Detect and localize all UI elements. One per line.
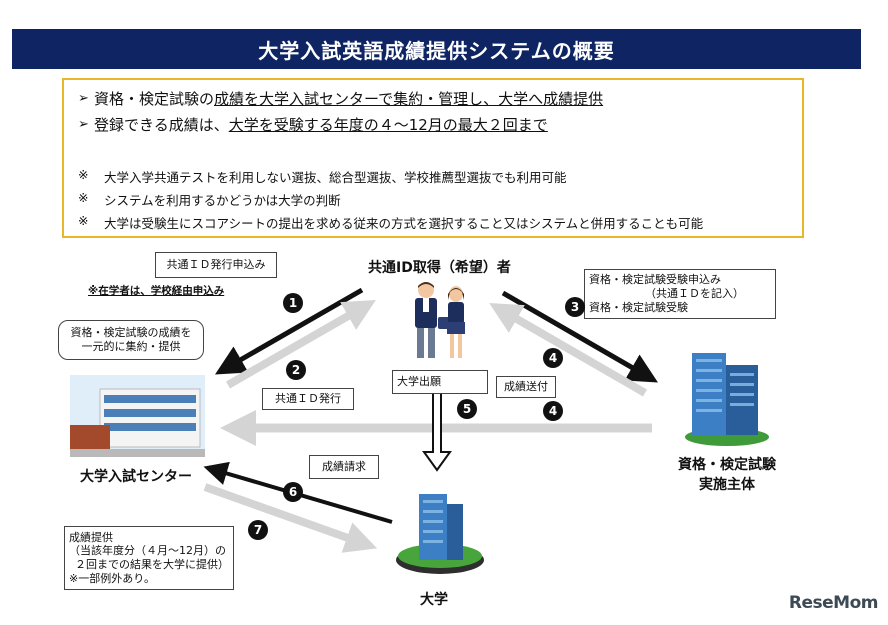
callout-univ-apply: 大学出願 <box>392 370 488 394</box>
step-number-2: 2 <box>286 360 306 380</box>
callout-id-apply: 共通ＩＤ発行申込み <box>155 252 277 278</box>
bullet-underlined-text: 成績を大学入試センターで集約・管理し、大学へ成績提供 <box>214 90 604 108</box>
arrow-score-to-applicant <box>489 302 648 397</box>
note-text: 大学は受験生にスコアシートの提出を求める従来の方式を選択すること又はシステムと併… <box>104 216 704 231</box>
provide-line3: ２回までの結果を大学に提供） <box>75 558 229 571</box>
center-role-line1: 資格・検定試験の成績を <box>70 326 192 340</box>
summary-note-1: ※ 大学入学共通テストを利用しない選抜、総合型選抜、学校推薦型選抜でも利用可能 <box>78 167 567 186</box>
center-role-line2: 一元的に集約・提供 <box>81 340 181 353</box>
callout-score-request: 成績請求 <box>309 455 379 479</box>
step-number-7: 7 <box>248 520 268 540</box>
arrow-univ-apply <box>422 391 452 472</box>
step-number-4a: 4 <box>543 348 563 368</box>
provide-line2: （当該年度分（４月～12月）の <box>69 544 226 558</box>
university-building-icon <box>396 494 484 574</box>
summary-bullet-1: ➢ 資格・検定試験の成績を大学入試センターで集約・管理し、大学へ成績提供 <box>78 88 603 109</box>
exam-apply-line2: （共通ＩＤを記入） <box>645 287 744 301</box>
exam-body-label-line1: 資格・検定試験 <box>678 457 776 473</box>
exam-body-label-line2: 実施主体 <box>699 477 755 493</box>
exam-apply-line1: 資格・検定試験受験申込み <box>589 273 721 287</box>
center-label: 大学入試センター <box>80 469 192 485</box>
note-mark: ※ <box>78 190 89 205</box>
provide-line4: ※一部例外あり。 <box>69 571 155 585</box>
students-icon <box>415 282 465 358</box>
exam-apply-line3: 資格・検定試験受験 <box>589 300 688 314</box>
applicant-label: 共通ID取得（希望）者 <box>368 260 511 276</box>
callout-id-issue: 共通ＩＤ発行 <box>262 388 354 410</box>
provide-line1: 成績提供 <box>69 530 113 544</box>
callout-exam-apply: 資格・検定試験受験申込み （共通ＩＤを記入） 資格・検定試験受験 <box>584 269 776 319</box>
center-building-icon <box>70 375 205 457</box>
page-title: 大学入試英語成績提供システムの概要 <box>258 38 615 63</box>
arrow-exam-apply <box>501 290 658 383</box>
summary-bullet-2: ➢ 登録できる成績は、大学を受験する年度の４～12月の最大２回まで <box>78 114 548 135</box>
callout-score-send: 成績送付 <box>496 376 556 398</box>
summary-note-2: ※ システムを利用するかどうかは大学の判断 <box>78 190 341 209</box>
arrow-id-issue <box>226 300 376 389</box>
note-mark: ※ <box>78 213 89 228</box>
step-number-5: 5 <box>457 399 477 419</box>
arrow-score-provide <box>203 483 378 553</box>
bullet-text: 登録できる成績は、 <box>94 116 229 134</box>
summary-note-3: ※ 大学は受験生にスコアシートの提出を求める従来の方式を選択すること又はシステム… <box>78 213 703 232</box>
bullet-arrow-icon: ➢ <box>78 117 89 132</box>
arrow-score-request <box>203 461 393 524</box>
note-mark: ※ <box>78 167 89 182</box>
step-number-6: 6 <box>283 482 303 502</box>
enrolled-note: ※在学者は、学校経由申込み <box>88 285 225 297</box>
bullet-arrow-icon: ➢ <box>78 91 89 106</box>
university-label: 大学 <box>420 592 448 608</box>
title-bar: 大学入試英語成績提供システムの概要 <box>12 29 861 69</box>
bullet-text: 資格・検定試験の <box>94 90 215 108</box>
summary-box: ➢ 資格・検定試験の成績を大学入試センターで集約・管理し、大学へ成績提供 ➢ 登… <box>62 78 804 238</box>
step-number-1: 1 <box>283 293 303 313</box>
step-number-4b: 4 <box>543 401 563 421</box>
exam-body-building-icon <box>685 353 769 446</box>
callout-center-role: 資格・検定試験の成績を 一元的に集約・提供 <box>58 320 204 360</box>
note-text: システムを利用するかどうかは大学の判断 <box>104 193 341 208</box>
note-text: 大学入学共通テストを利用しない選抜、総合型選抜、学校推薦型選抜でも利用可能 <box>104 170 567 185</box>
exam-body-label: 資格・検定試験 実施主体 <box>677 454 777 494</box>
callout-score-provide: 成績提供 （当該年度分（４月～12月）の ２回までの結果を大学に提供） ※一部例… <box>64 526 234 590</box>
bullet-underlined-text: 大学を受験する年度の４～12月の最大２回まで <box>228 116 548 134</box>
resemom-logo: ReseMom <box>788 593 879 613</box>
arrow-id-apply <box>214 287 364 375</box>
step-number-3: 3 <box>565 297 585 317</box>
